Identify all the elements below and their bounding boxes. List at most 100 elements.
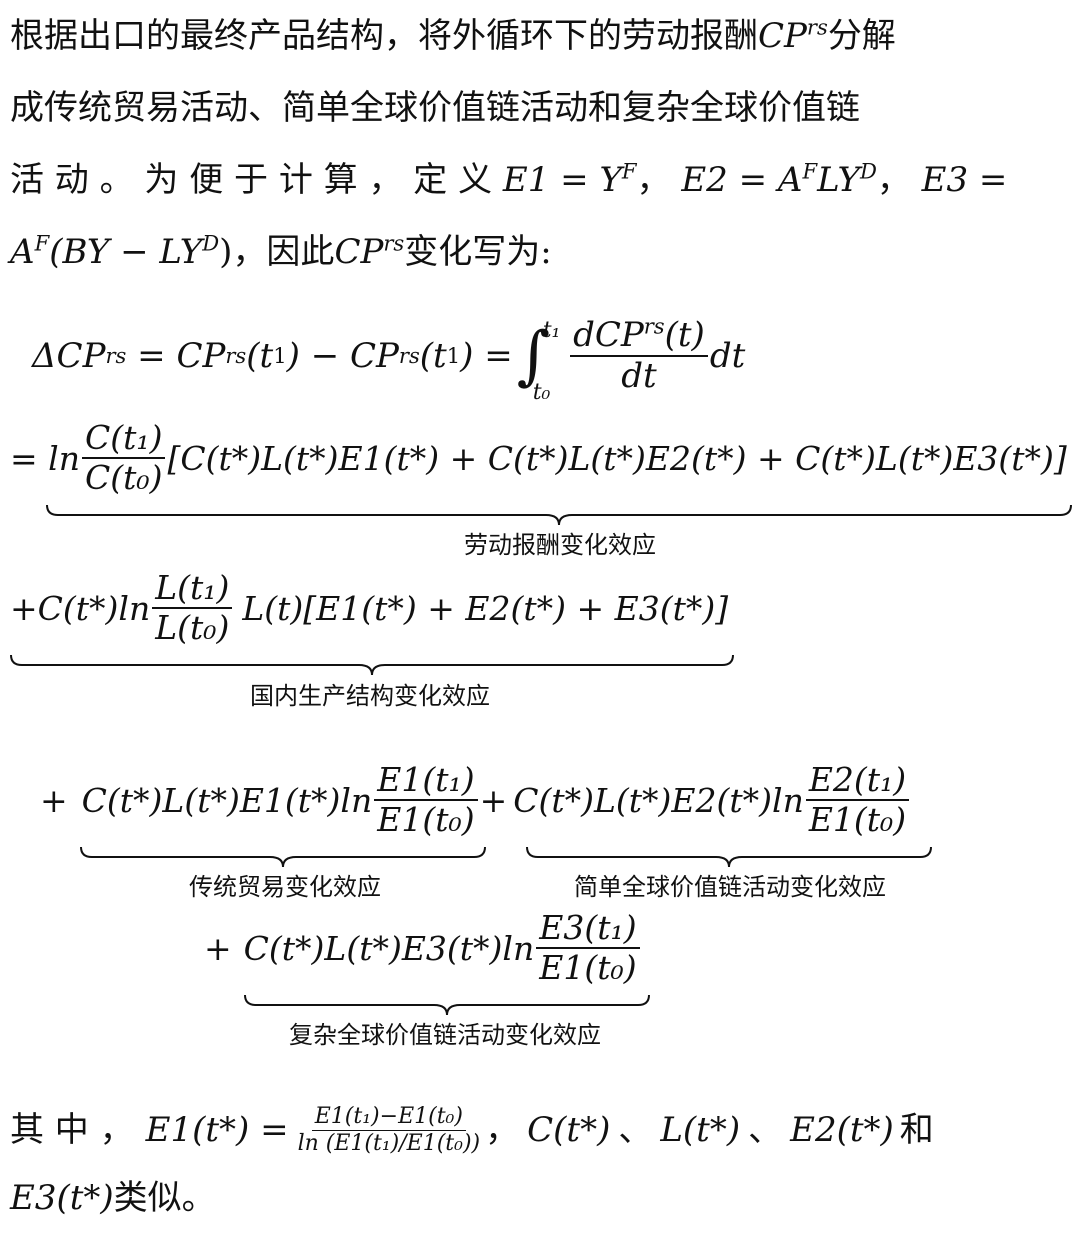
- row1-frac-num: dCP: [573, 314, 644, 355]
- row2-fraction: C(t₁) C(t₀): [81, 419, 166, 497]
- row3-frac-den: L(t₀): [155, 608, 230, 647]
- line3-e3: E3 =: [921, 160, 1008, 200]
- line4-tail: 变化写为:: [404, 232, 552, 272]
- line3-text: 活 动 。 为 便 于 计 算 ， 定 义: [10, 160, 493, 200]
- row4-a-den: E1(t₀): [377, 800, 475, 839]
- footer-line-1: 其 中 ， E1(t*) = E1(t₁)−E1(t₀) ln (E1(t₁)/…: [10, 1100, 934, 1160]
- footer-fraction: E1(t₁)−E1(t₀) ln (E1(t₁)/E1(t₀)): [295, 1104, 484, 1156]
- row1-t2-close: ) =: [460, 336, 513, 376]
- integral-sign: ∫ t₁ t₀: [517, 320, 561, 404]
- row5-label: 复杂全球价值链活动变化效应: [289, 1021, 601, 1049]
- integral-glyph: ∫: [516, 319, 551, 393]
- line3-sep2: ，: [876, 160, 911, 200]
- footer-line2-text: 类似。: [113, 1178, 216, 1218]
- row4-b-fraction: E2(t₁) E1(t₀): [805, 761, 910, 839]
- row5-underbrace: [244, 994, 650, 1016]
- row1-t1-close: ) − CP: [286, 336, 399, 376]
- row4-b-underbrace: [526, 846, 932, 868]
- row3-frac-num: L(t₁): [152, 569, 233, 609]
- footer-l: L(t*): [660, 1110, 741, 1150]
- footer-c: C(t*): [527, 1110, 611, 1150]
- row2-underbrace: [46, 504, 1072, 526]
- row2-label: 劳动报酬变化效应: [464, 531, 656, 559]
- footer-e3: E3(t*): [10, 1178, 114, 1218]
- footer-den: ln (E1(t₁)/E1(t₀)): [297, 1130, 481, 1156]
- row5-den: E1(t₀): [539, 948, 637, 987]
- row4-a-pre: C(t*)L(t*)E1(t*)ln: [81, 780, 373, 820]
- row1-frac-num-tail: (t): [664, 314, 705, 355]
- row2-frac-den: C(t₀): [84, 458, 163, 497]
- equation-row-3: +C(t*)ln L(t₁) L(t₀) L(t)[E1(t*) + E2(t*…: [10, 560, 728, 656]
- row3-label: 国内生产结构变化效应: [250, 682, 490, 710]
- paragraph-line-1: 根据出口的最终产品结构，将外循环下的劳动报酬CPrs分解: [10, 16, 896, 56]
- row4-plus: +: [40, 780, 68, 820]
- row4-a-underbrace: [80, 846, 486, 868]
- footer-sep: ，: [485, 1110, 520, 1150]
- line2-text: 成传统贸易活动、简单全球价值链活动和复杂全球价值链: [10, 88, 860, 128]
- footer-sep2: 、: [618, 1110, 653, 1150]
- paragraph-line-2: 成传统贸易活动、简单全球价值链活动和复杂全球价值链: [10, 88, 860, 128]
- row3-underbrace: [10, 654, 734, 676]
- row1-dt: dt: [709, 336, 746, 376]
- line1-text: 根据出口的最终产品结构，将外循环下的劳动报酬: [10, 16, 758, 56]
- line3-sep1: ，: [636, 160, 671, 200]
- row2-frac-num: C(t₁): [81, 419, 166, 459]
- line3-e1-sup: F: [621, 158, 637, 184]
- row5-fraction: E3(t₁) E1(t₀): [536, 909, 640, 987]
- footer-lhs: E1(t*) =: [145, 1110, 289, 1150]
- paragraph-line-4: AF(BY − LYD)，因此CPrs变化写为:: [10, 232, 552, 272]
- row1-mid: = CP: [126, 336, 226, 376]
- footer-line-2: E3(t*)类似。: [10, 1178, 216, 1218]
- row4-b-pre: C(t*)L(t*)E2(t*)ln: [513, 780, 804, 820]
- row3-fraction: L(t₁) L(t₀): [152, 569, 233, 647]
- row1-frac-den: dt: [621, 356, 657, 396]
- equation-row-4: + C(t*)L(t*)E1(t*)ln E1(t₁) E1(t₀) + C(t…: [40, 752, 911, 848]
- equation-row-5: + C(t*)L(t*)E3(t*)ln E3(t₁) E1(t₀): [204, 900, 642, 996]
- row1-fraction: dCPrs(t) dt: [570, 313, 708, 396]
- footer-and: 和: [899, 1110, 934, 1150]
- line4-cp: CP: [334, 232, 384, 272]
- line1-tail: 分解: [827, 16, 896, 56]
- row5-plus: +: [204, 928, 232, 968]
- row4-plus2: +: [479, 780, 508, 820]
- integral-upper: t₁: [542, 318, 561, 343]
- row1-t1: (t: [246, 336, 274, 376]
- row2-eq: = ln: [10, 438, 80, 478]
- line3-e2-sup: F: [802, 158, 818, 184]
- row1-t2: (t: [419, 336, 447, 376]
- footer-e2: E2(t*): [790, 1110, 894, 1150]
- line4-mid-sup: D: [202, 230, 220, 256]
- equation-row-2: = ln C(t₁) C(t₀) [C(t*)L(t*)E1(t*) + C(t…: [10, 410, 1067, 506]
- line4-close: ): [219, 232, 233, 272]
- footer-num: E1(t₁)−E1(t₀): [311, 1104, 466, 1131]
- row4-b-den: E1(t₀): [808, 800, 907, 839]
- cp-superscript: rs: [806, 14, 828, 40]
- paragraph-line-3: 活 动 。 为 便 于 计 算 ， 定 义 E1 = YF， E2 = AFLY…: [10, 160, 1007, 200]
- row4-a-fraction: E1(t₁) E1(t₀): [374, 761, 478, 839]
- cp-symbol: CP: [758, 16, 807, 56]
- line4-a-sup: F: [34, 230, 50, 256]
- line3-e2-sup2: D: [859, 158, 877, 184]
- row1-frac-num-sup: rs: [643, 313, 665, 339]
- delta-cp: ΔCP: [32, 336, 106, 376]
- footer-sep3: 、: [748, 1110, 783, 1150]
- row2-body: [C(t*)L(t*)E1(t*) + C(t*)L(t*)E2(t*) + C…: [167, 438, 1067, 478]
- row3-pre: +C(t*)ln: [10, 588, 151, 628]
- footer-text: 其 中 ，: [10, 1110, 134, 1150]
- row5-num: E3(t₁): [536, 909, 640, 949]
- row4-a-num: E1(t₁): [374, 761, 478, 801]
- row3-body: L(t)[E1(t*) + E2(t*) + E3(t*)]: [242, 588, 729, 628]
- row4-a-label: 传统贸易变化效应: [189, 873, 381, 901]
- line3-e2: E2 = A: [681, 160, 803, 200]
- line4-mid: (BY − LY: [49, 232, 203, 272]
- line3-e1: E1 = Y: [502, 160, 622, 200]
- line4-a: A: [10, 232, 35, 272]
- line4-cp-sup: rs: [383, 230, 405, 256]
- line3-e2-mid: LY: [817, 160, 860, 200]
- line4-text: ，因此: [232, 232, 335, 272]
- integral-lower: t₀: [532, 380, 551, 405]
- row4-b-label: 简单全球价值链活动变化效应: [574, 873, 886, 901]
- row4-b-num: E2(t₁): [805, 761, 910, 801]
- row5-pre: C(t*)L(t*)E3(t*)ln: [243, 928, 535, 968]
